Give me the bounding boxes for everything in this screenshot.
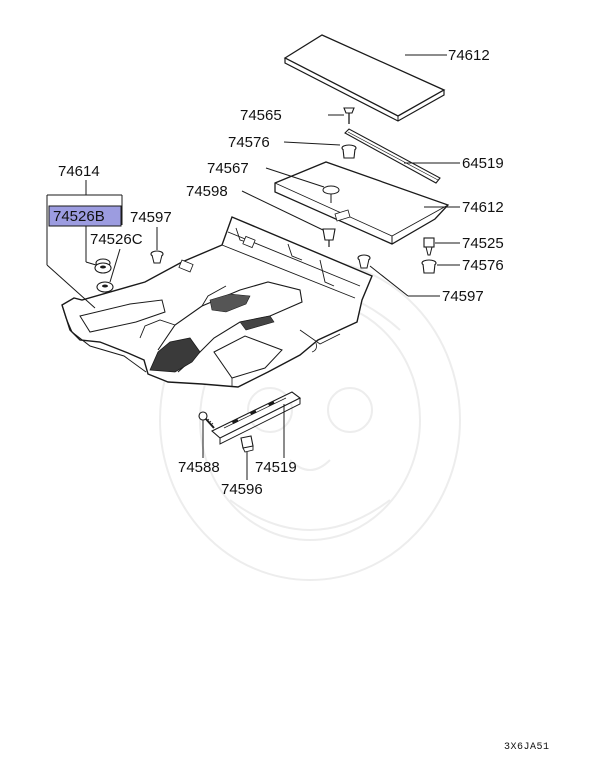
label-74565[interactable]: 74565: [240, 107, 282, 124]
grommet-74576-lower[interactable]: [421, 259, 437, 274]
label-74519[interactable]: 74519: [255, 459, 297, 476]
leader-line: [109, 248, 121, 283]
fastener-74525[interactable]: [423, 237, 435, 256]
highlight-box: [48, 205, 122, 227]
clip-74565[interactable]: [343, 107, 355, 124]
clip-74598[interactable]: [322, 228, 336, 247]
grommet-74526C[interactable]: [96, 281, 114, 293]
label-74576-lower[interactable]: 74576: [462, 257, 504, 274]
clip-74597-left[interactable]: [150, 250, 164, 264]
label-74612-top[interactable]: 74612: [448, 47, 490, 64]
leader-line: [241, 190, 324, 231]
part-number-74526B-highlight[interactable]: 74526B: [48, 205, 122, 227]
floor-carpet[interactable]: [61, 216, 373, 388]
leader-line: [46, 264, 96, 309]
label-74596[interactable]: 74596: [221, 481, 263, 498]
label-64519[interactable]: 64519: [462, 155, 504, 172]
rear-floor-board-top[interactable]: [283, 34, 446, 122]
label-74588[interactable]: 74588: [178, 459, 220, 476]
label-74597-right[interactable]: 74597: [442, 288, 484, 305]
label-74526B[interactable]: 74526B: [53, 208, 105, 225]
clip-74596[interactable]: [240, 435, 254, 453]
label-74576-upper[interactable]: 74576: [228, 134, 270, 151]
trim-strip-64519[interactable]: [344, 128, 441, 184]
label-74525[interactable]: 74525: [462, 235, 504, 252]
leader-line: [369, 265, 409, 297]
leader-line: [85, 261, 97, 266]
drawing-code: 3X6JA51: [504, 742, 550, 753]
rear-floor-board-middle[interactable]: [274, 161, 450, 245]
label-74567[interactable]: 74567: [207, 160, 249, 177]
grommet-74526B[interactable]: [94, 258, 112, 274]
label-74597-left[interactable]: 74597: [130, 209, 172, 226]
grommet-74576-upper[interactable]: [341, 144, 357, 159]
clip-74597-right[interactable]: [357, 254, 371, 269]
screw-74588[interactable]: [198, 411, 215, 429]
sill-bracket-74519[interactable]: [211, 391, 302, 445]
label-74598[interactable]: 74598: [186, 183, 228, 200]
label-74612-middle[interactable]: 74612: [462, 199, 504, 216]
leader-line: [283, 141, 341, 146]
leader-line: [265, 167, 325, 188]
label-74614[interactable]: 74614: [58, 163, 100, 180]
label-74526C[interactable]: 74526C: [90, 231, 143, 248]
